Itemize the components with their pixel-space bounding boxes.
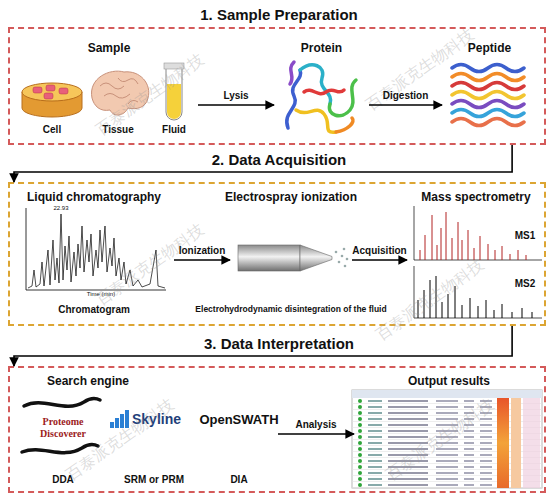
node-title: Electrospray ionization — [185, 190, 397, 204]
petri-dish — [22, 83, 82, 101]
flow-arrow — [174, 259, 230, 261]
peptide-strands — [452, 65, 524, 72]
spray-needle — [346, 258, 349, 261]
node-title: 1. Sample Preparation — [10, 6, 548, 24]
protein-ribbon — [329, 80, 356, 116]
node-title: Output results — [354, 374, 544, 388]
pd-logo-waves — [22, 399, 100, 453]
protein-ribbon — [290, 62, 294, 84]
watermark: 百泰派克生物科技 — [363, 249, 497, 351]
spray-needle — [341, 255, 344, 258]
protein-ribbon — [300, 65, 331, 104]
node-title: 2. Data Acquisition — [10, 151, 548, 169]
protein-ribbon — [287, 62, 356, 132]
results-table — [523, 398, 540, 488]
peptide-strands — [452, 101, 524, 108]
petri-dish — [33, 87, 42, 93]
pd-logo-waves — [24, 399, 100, 407]
spray-needle — [300, 245, 332, 271]
edge-label: Digestion — [361, 90, 451, 102]
watermark: 百泰派克生物科技 — [353, 19, 487, 121]
petri-dish — [59, 88, 68, 94]
petri-dish — [22, 83, 82, 117]
protein-ribbon — [296, 110, 336, 132]
item-label: Fluid — [149, 124, 199, 136]
skyline-icon — [110, 422, 114, 428]
ms1-spectrum — [414, 206, 542, 260]
peptide-strands — [452, 83, 524, 90]
node-title: Liquid chromatography — [14, 190, 174, 204]
spray-needle — [338, 261, 341, 264]
software-logo: OpenSWATHDIA — [202, 394, 276, 488]
results-table — [497, 398, 509, 488]
node-caption: Electrohydrodynamic disintegration of th… — [176, 304, 406, 314]
results-table — [352, 390, 542, 398]
skyline-icon — [115, 418, 119, 428]
spectrum-label: MS1 — [508, 230, 542, 242]
flow-arrow — [278, 433, 354, 435]
edge-label: Acquisition — [335, 245, 425, 257]
edge-label: Ionization — [157, 245, 247, 257]
flow-arrow — [352, 259, 407, 261]
section-box: 2. Data AcquisitionLiquid chromatography… — [8, 182, 546, 326]
peptide-strands — [452, 119, 524, 126]
protein-ribbon — [336, 118, 353, 132]
spray-needle — [238, 245, 300, 271]
watermark: 百泰派克生物科技 — [83, 214, 217, 316]
node-title: Sample — [20, 41, 198, 55]
spray-needle — [335, 251, 338, 254]
spray-needle — [238, 245, 348, 271]
spray-needle — [344, 265, 347, 268]
peak-label: 22.93 — [48, 205, 74, 212]
node-caption: SRM or PRM — [102, 474, 206, 486]
petri-dish — [46, 85, 55, 91]
node-title: 3. Data Interpretation — [10, 335, 548, 353]
edge-label: Lysis — [191, 90, 281, 102]
node-title: Mass spectrometry — [407, 190, 545, 204]
petri-dish — [44, 93, 53, 99]
peptide-strands — [452, 65, 524, 126]
protein-ribbon — [304, 90, 344, 94]
node-title: Proteome Discoverer — [26, 416, 100, 440]
flow-arrow — [198, 104, 274, 106]
stage-group: Electrospray ionizationElectrohydrodynam… — [230, 188, 352, 322]
peptide-strands — [452, 92, 524, 99]
results-table — [511, 398, 521, 488]
peptide-strands — [452, 74, 524, 81]
node-caption: DIA — [202, 474, 276, 486]
node-title: Protein — [274, 41, 369, 55]
ms1-spectrum — [414, 206, 542, 260]
node-title: OpenSWATH — [196, 412, 282, 428]
protein-ribbon — [287, 70, 301, 128]
peptide-strands — [452, 110, 524, 117]
stage-group: Protein — [274, 39, 369, 143]
node-title: Search engine — [13, 374, 163, 388]
spectrum-label: MS2 — [508, 278, 542, 290]
spray-needle — [343, 248, 346, 251]
item-label: Cell — [27, 124, 77, 136]
ms1-spectrum — [420, 212, 526, 260]
edge-label: Analysis — [271, 419, 361, 431]
